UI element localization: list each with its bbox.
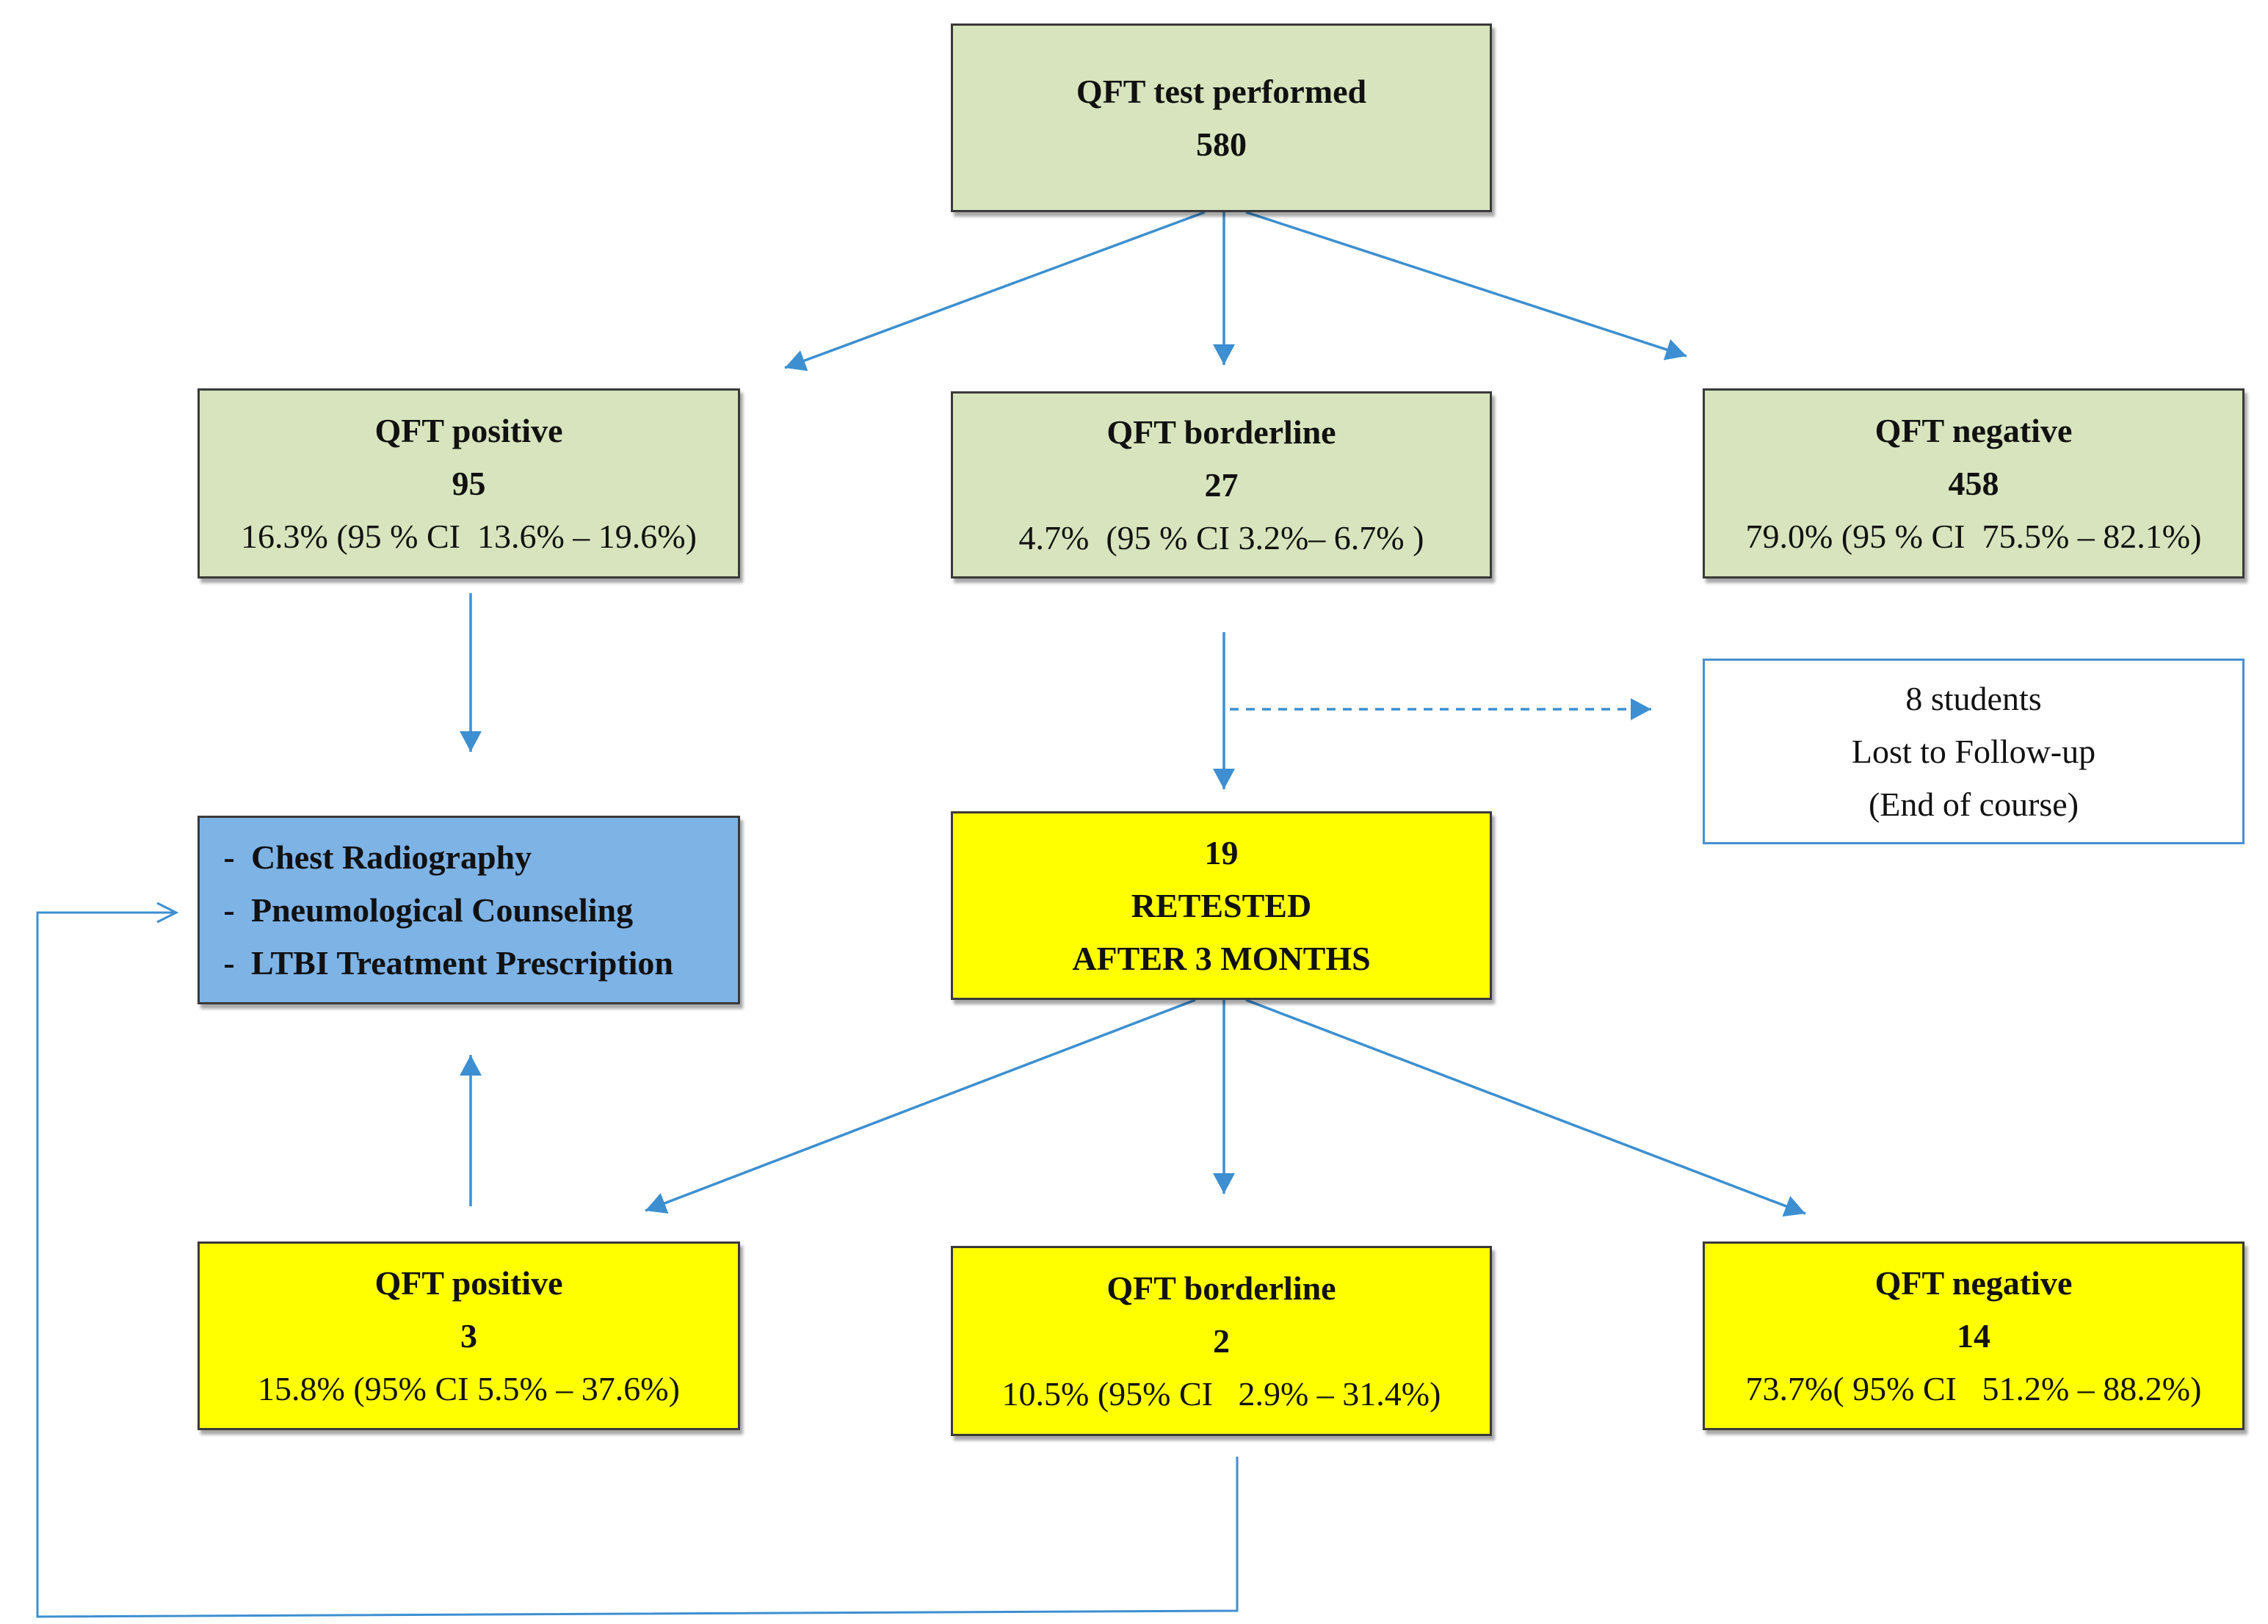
box-stats: 4.7% (95 % CI 3.2%– 6.7% ) <box>1018 518 1424 557</box>
retested-label: RETESTED <box>1131 886 1312 924</box>
arrow-top-to-positive <box>784 211 1206 371</box>
action-item: -Pneumological Counseling <box>223 891 634 929</box>
retested-count: 19 <box>1204 833 1239 871</box>
lost-label: Lost to Follow-up <box>1851 732 2096 770</box>
box-title: QFT borderline <box>1106 1269 1336 1307</box>
arrow-top-to-negative <box>1245 211 1687 360</box>
retested-timing: AFTER 3 MONTHS <box>1072 939 1371 977</box>
first-borderline-box: QFT borderline 27 4.7% (95 % CI 3.2%– 6.… <box>951 391 1492 579</box>
arrow-retested-to-negative <box>1245 998 1806 1217</box>
box-stats: 73.7%( 95% CI 51.2% – 88.2%) <box>1745 1369 2202 1407</box>
first-positive-box: QFT positive 95 16.3% (95 % CI 13.6% – 1… <box>198 388 740 579</box>
box-count: 580 <box>1196 125 1247 163</box>
box-stats: 79.0% (95 % CI 75.5% – 82.1%) <box>1745 517 2202 555</box>
second-positive-box: QFT positive 3 15.8% (95% CI 5.5% – 37.6… <box>198 1241 740 1430</box>
second-negative-box: QFT negative 14 73.7%( 95% CI 51.2% – 88… <box>1703 1241 2245 1430</box>
box-title: QFT negative <box>1874 1264 2073 1302</box>
clinical-actions-box: -Chest Radiography -Pneumological Counse… <box>198 816 740 1004</box>
box-count: 27 <box>1204 465 1239 504</box>
box-title: QFT negative <box>1874 411 2073 449</box>
box-stats: 16.3% (95 % CI 13.6% – 19.6%) <box>241 517 697 555</box>
action-item: -LTBI Treatment Prescription <box>223 943 673 982</box>
qft-performed-box: QFT test performed 580 <box>951 23 1492 212</box>
box-stats: 10.5% (95% CI 2.9% – 31.4%) <box>1001 1374 1441 1413</box>
box-count: 2 <box>1213 1322 1230 1360</box>
first-negative-box: QFT negative 458 79.0% (95 % CI 75.5% – … <box>1703 388 2245 579</box>
box-count: 3 <box>460 1316 477 1355</box>
box-title: QFT positive <box>374 411 563 449</box>
arrow-borderline2-to-actions <box>36 902 1239 1618</box>
box-count: 14 <box>1957 1316 1990 1355</box>
arrow-retested-to-positive <box>645 998 1196 1214</box>
box-count: 458 <box>1948 464 1999 502</box>
lost-reason: (End of course) <box>1868 785 2079 823</box>
box-title: QFT borderline <box>1106 413 1336 451</box>
box-title: QFT positive <box>374 1264 563 1302</box>
second-borderline-box: QFT borderline 2 10.5% (95% CI 2.9% – 31… <box>951 1246 1492 1436</box>
box-stats: 15.8% (95% CI 5.5% – 37.6%) <box>258 1369 680 1407</box>
action-item: -Chest Radiography <box>223 838 532 876</box>
box-count: 95 <box>452 464 486 502</box>
retested-box: 19 RETESTED AFTER 3 MONTHS <box>951 811 1492 1000</box>
box-title: QFT test performed <box>1076 72 1367 110</box>
lost-to-followup-box: 8 students Lost to Follow-up (End of cou… <box>1703 659 2245 844</box>
lost-count: 8 students <box>1905 679 2042 717</box>
